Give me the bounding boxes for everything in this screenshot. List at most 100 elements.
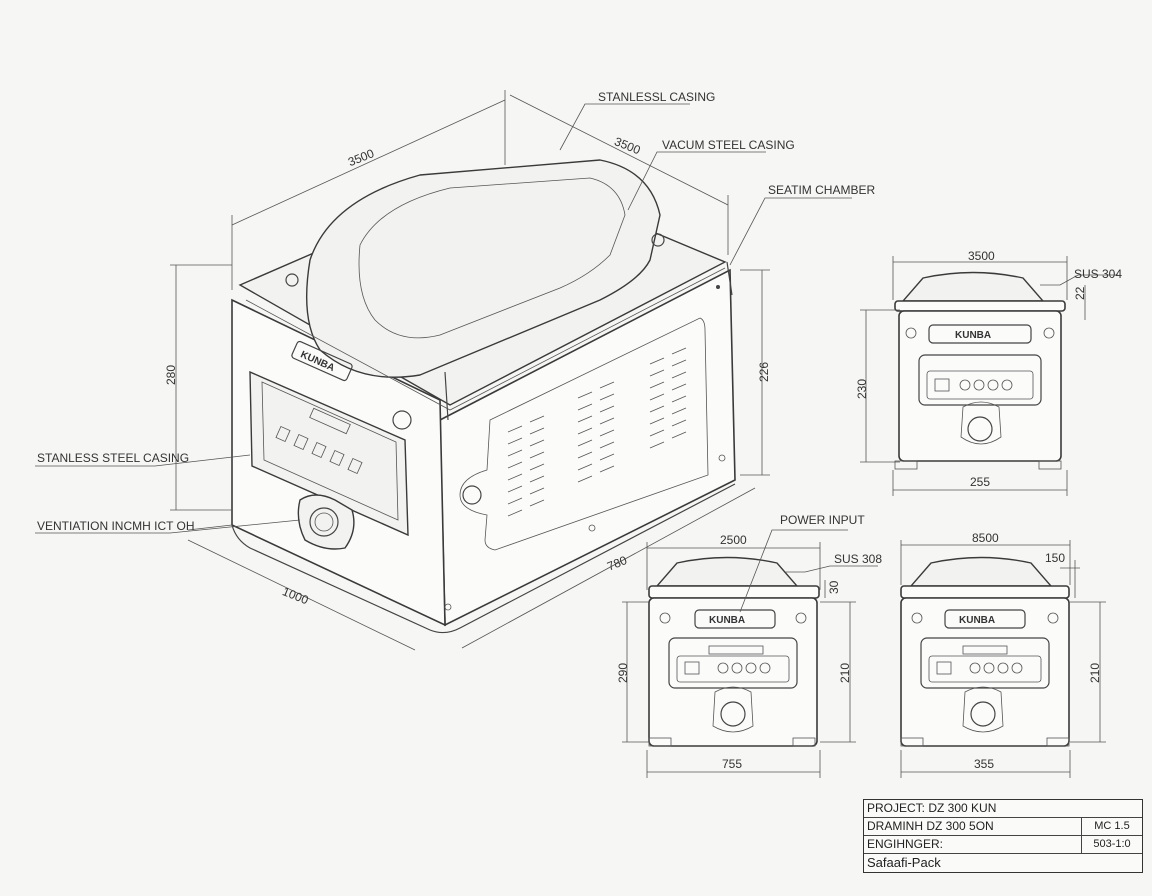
view-lid [655, 556, 799, 587]
iso-dimension-lines [170, 90, 770, 651]
view1-dim-lid: 22 [1073, 286, 1087, 300]
brand-plate [944, 609, 1026, 629]
control-panel [249, 370, 409, 537]
view2-dim-lid: 30 [827, 580, 841, 594]
title-block-scale: MC 1.5 [1081, 818, 1142, 836]
screw-icon [588, 524, 596, 532]
iso-dim-width-bottom: 780 [605, 553, 629, 574]
callout-sus-308: SUS 308 [834, 552, 882, 566]
vacuum-gauge-icon [967, 416, 993, 442]
view-rim [648, 585, 820, 599]
view1-dim-height: 230 [855, 379, 869, 399]
brand-logo: KUNBA [955, 330, 991, 341]
gauge-dial [314, 512, 334, 532]
gauge-housing [960, 401, 1002, 445]
view-buttons [934, 378, 1013, 392]
top-right-dimension-lines [860, 256, 1118, 496]
title-block-engineer-row: ENGIHNGER: [864, 836, 1142, 854]
iso-dim-height-left: 280 [164, 365, 178, 385]
view-control-panel [920, 637, 1050, 689]
side-port-icon [462, 485, 482, 505]
view-button-strip [926, 370, 1034, 400]
callout-ventilation: VENTIATION INCMH ICT OH [37, 519, 195, 533]
view-button-strip [928, 655, 1042, 683]
view3-dim-width-top: 8500 [972, 531, 999, 545]
view-rim [900, 585, 1070, 599]
foot [900, 737, 924, 747]
hinge-rod [444, 371, 449, 421]
front-view-bottom-right: KUNBA [900, 556, 1070, 747]
side-panel [459, 317, 709, 551]
view-buttons [684, 645, 771, 675]
iso-dim-depth: 1000 [280, 584, 310, 607]
callout-stainless-steel-casing: STANLESS STEEL CASING [37, 451, 189, 465]
view3-dim-lid: 150 [1045, 551, 1065, 565]
brand-logo: KUNBA [959, 615, 995, 626]
bottom-left-dimension-lines [622, 529, 878, 778]
brand-plate [928, 324, 1032, 344]
vacuum-gauge-icon [720, 701, 746, 727]
foot [1046, 737, 1070, 747]
view-control-panel [668, 637, 798, 689]
vacuum-gauge-icon [970, 701, 996, 727]
gauge-housing [712, 686, 754, 733]
view2-dim-width-top: 2500 [720, 533, 747, 547]
screw-icon [795, 612, 807, 624]
screw-icon [718, 454, 726, 462]
title-block-company: Safaafi-Pack [867, 855, 941, 870]
hinge-rod [726, 261, 733, 296]
view-body [900, 597, 1070, 747]
panel-button [275, 425, 291, 443]
body-bottom-edge [231, 483, 736, 634]
front-view-bottom-left: KUNBA [648, 556, 820, 747]
view3-dim-height: 210 [1088, 663, 1102, 683]
title-block-engineer: ENGIHNGER: [867, 837, 944, 851]
panel-display [309, 407, 351, 435]
title-block-sheet: 503-1:0 [1081, 836, 1142, 854]
view2-dim-height-right: 210 [838, 663, 852, 683]
view2-dim-width-bottom: 755 [722, 757, 742, 771]
isometric-view: KUNBA [35, 90, 875, 651]
ventilation-slots [507, 347, 687, 517]
screw-icon [911, 612, 923, 624]
title-block-drawing-row: DRAMINH DZ 300 5ON [864, 818, 1142, 836]
screw-icon [905, 327, 917, 339]
brand-logo: KUNBA [709, 615, 745, 626]
view2-dim-height-left: 290 [616, 663, 630, 683]
screw-icon [659, 612, 671, 624]
view-rim [894, 300, 1066, 312]
title-block-project: PROJECT: DZ 300 KUN [864, 800, 1142, 818]
view-lid [901, 271, 1045, 302]
panel-button [311, 441, 327, 459]
view-lid [909, 556, 1053, 587]
panel-buttons [275, 407, 363, 475]
callout-sus-304: SUS 304 [1074, 267, 1122, 281]
bottom-right-dimension-lines [900, 540, 1106, 778]
view1-dim-width-bottom: 255 [970, 475, 990, 489]
lid-bolt-icon [285, 273, 299, 287]
callout-vacuum-steel-casing: VACUM STEEL CASING [662, 138, 795, 152]
brand-plate [291, 340, 353, 382]
view-body [648, 597, 818, 747]
view-button-strip [676, 655, 790, 683]
lid-window [358, 177, 626, 339]
callout-power-input: POWER INPUT [780, 513, 865, 527]
rim-lower-line [245, 267, 726, 411]
callout-stainless-casing: STANLESSL CASING [598, 90, 715, 104]
screw-icon [716, 285, 720, 289]
view-body [898, 310, 1062, 462]
callout-seatim-chamber: SEATIM CHAMBER [768, 183, 875, 197]
vacuum-gauge-icon [309, 507, 339, 537]
control-panel-inner [261, 381, 399, 521]
view-control-panel [918, 354, 1042, 406]
foot [894, 460, 918, 470]
screw-icon [444, 603, 452, 611]
view-buttons [936, 645, 1023, 675]
title-block-drawing: DRAMINH DZ 300 5ON [867, 819, 994, 833]
front-knob-icon [392, 410, 412, 430]
lid-bolt-icon [651, 233, 665, 247]
screw-icon [1047, 612, 1059, 624]
panel-button [293, 433, 309, 451]
view1-dim-width-top: 3500 [968, 249, 995, 263]
